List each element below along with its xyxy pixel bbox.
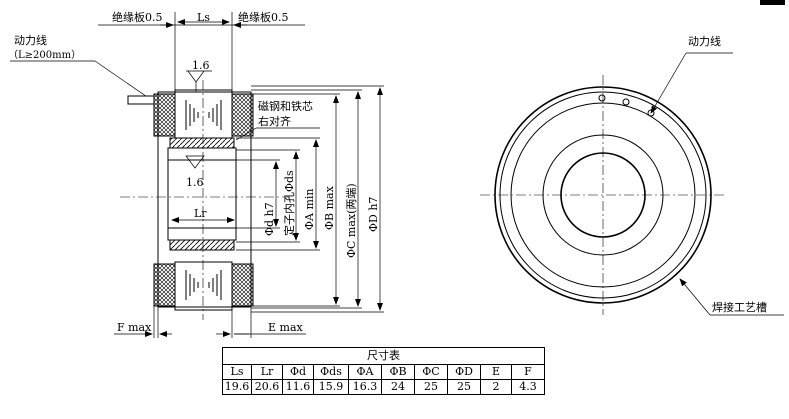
roughness-bore-value: 1.6 [186, 176, 204, 189]
magnet-core-note-1: 磁钢和铁芯 [258, 99, 313, 113]
e-max-label: E max [268, 321, 304, 334]
table-header-cell: ΦC [414, 364, 448, 380]
dim-b-label: ΦB max [323, 185, 336, 230]
f-max-label: F max [117, 321, 152, 334]
dim-c-label: ΦC max(两端) [345, 183, 358, 258]
insulation-left-label: 绝缘板0.5 [112, 10, 163, 24]
power-line-right-label: 动力线 [688, 34, 721, 48]
dim-ds-label: 定子内孔Φds [282, 170, 296, 236]
magnet-core-note-2: 右对齐 [258, 114, 291, 128]
table-value-cell: 11.6 [282, 379, 314, 395]
lead-hole-1 [598, 94, 606, 102]
corner-mark [760, 0, 785, 5]
table-value-cell: 20.6 [251, 379, 283, 395]
power-cable [127, 95, 155, 105]
table-header-cell: ΦB [381, 364, 415, 380]
lr-label: Lr [194, 207, 207, 220]
roughness-top-value: 1.6 [192, 59, 210, 72]
dim-a-label: ΦA min [303, 189, 316, 231]
table-value-cell: 19.6 [222, 379, 252, 395]
table-header-cell: E [480, 364, 512, 380]
ls-label: Ls [197, 11, 210, 24]
table-value-cell: 25 [447, 379, 481, 395]
table-header-cell: ΦD [447, 364, 481, 380]
table-header-cell: Φd [282, 364, 314, 380]
table-header-cell: Ls [222, 364, 252, 380]
table-value-cell: 25 [414, 379, 448, 395]
lead-hole-2 [622, 98, 630, 106]
end-view: 动力线 焊接工艺槽 [480, 34, 784, 316]
table-header-cell: Lr [251, 364, 283, 380]
insulation-right-label: 绝缘板0.5 [238, 10, 289, 24]
dim-d-label: Φd h7 [263, 202, 276, 236]
table-header-cell: F [511, 364, 545, 380]
power-line-spec: （L≥200mm） [8, 49, 81, 61]
table-value-cell: 4.3 [511, 379, 545, 395]
table-header-cell: Φds [313, 364, 349, 380]
table-value-cell: 2 [480, 379, 512, 395]
table-value-cell: 15.9 [313, 379, 349, 395]
dimension-table-title: 尺寸表 [222, 347, 545, 365]
dim-D-label: ΦD h7 [367, 197, 380, 232]
power-line-label: 动力线 [14, 33, 47, 47]
table-value-cell: 24 [381, 379, 415, 395]
section-view: 绝缘板0.5 Ls 绝缘板0.5 动力线 （L≥200mm） 1.6 [8, 10, 384, 338]
weld-groove-label: 焊接工艺槽 [712, 300, 767, 314]
table-header-cell: ΦA [348, 364, 382, 380]
table-value-cell: 16.3 [348, 379, 382, 395]
